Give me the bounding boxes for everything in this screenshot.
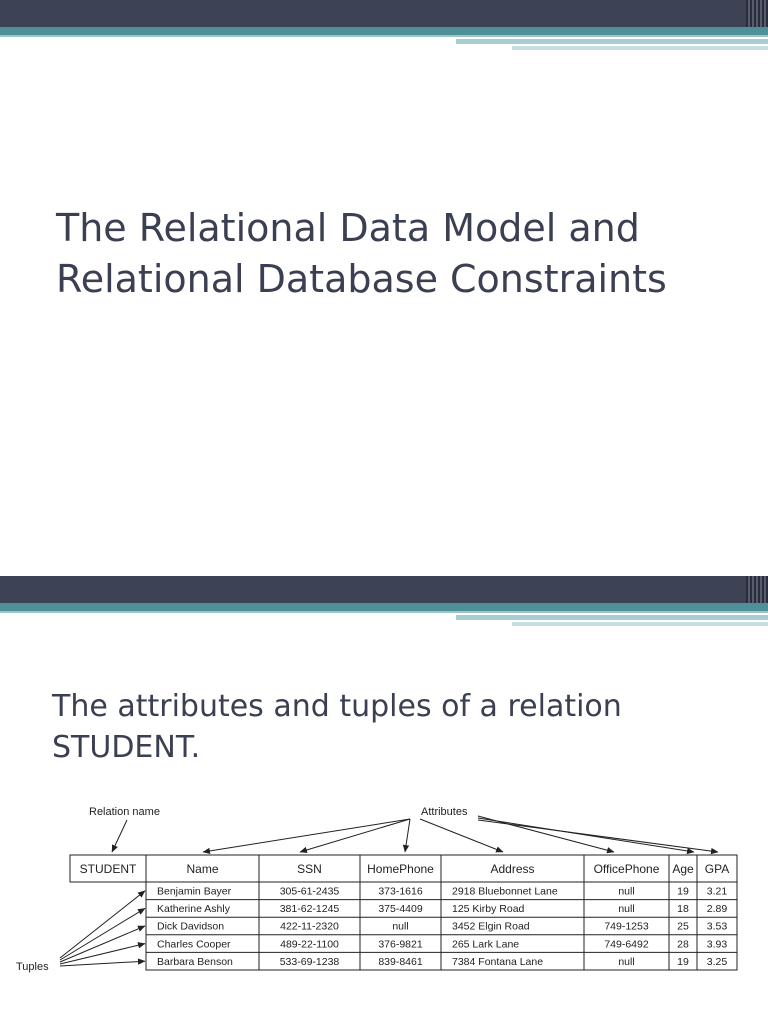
header-band <box>0 576 768 636</box>
table-cell: Benjamin Bayer <box>157 886 232 898</box>
table-cell: 3.21 <box>707 886 728 898</box>
table-cell: 3.53 <box>707 921 728 933</box>
attribute-arrow <box>299 818 411 854</box>
table-cell: 265 Lark Lane <box>452 938 519 950</box>
table-cell: 125 Kirby Road <box>452 903 525 915</box>
table-cell: Barbara Benson <box>157 956 233 968</box>
tuples-label: Tuples <box>16 961 49 973</box>
table-cell: 3452 Elgin Road <box>452 921 530 933</box>
slide-2: The attributes and tuples of a relation … <box>0 576 768 1024</box>
column-header: SSN <box>297 862 322 876</box>
tuple-arrow <box>59 925 146 963</box>
table-cell: 376-9821 <box>378 938 423 950</box>
header-band <box>0 0 768 60</box>
student-relation-figure: Relation name Attributes Tuples STUDENT N… <box>0 802 768 1024</box>
table-cell: 749-1253 <box>604 921 649 933</box>
column-header: GPA <box>705 862 729 876</box>
relation-name: STUDENT <box>80 862 137 876</box>
relation-name-arrow <box>111 819 128 853</box>
table-cell: 3.25 <box>707 956 728 968</box>
table-row: Barbara Benson 533-69-1238 839-8461 7384 Fo… <box>157 956 727 968</box>
attribute-arrow <box>402 818 411 853</box>
column-header: OfficePhone <box>594 862 660 876</box>
table-cell: 489-22-1100 <box>280 938 339 950</box>
table-cell: 2.89 <box>707 903 728 915</box>
tuple-arrow <box>59 907 146 961</box>
table-cell: null <box>618 886 634 898</box>
table-cell: 839-8461 <box>378 956 423 968</box>
table-row: Dick Davidson 422-11-2320 null 3452 Elgin R… <box>157 921 727 933</box>
table-cell: 533-69-1238 <box>280 956 340 968</box>
table-cell: 28 <box>677 938 689 950</box>
table-cell: 25 <box>677 921 689 933</box>
attributes-label: Attributes <box>421 806 468 818</box>
attribute-arrow <box>477 819 719 855</box>
table-cell: 749-6492 <box>604 938 649 950</box>
table-cell: Charles Cooper <box>157 938 231 950</box>
relation-table: STUDENT Name SSN HomePhone Address OfficePhon… <box>69 854 738 971</box>
table-row: Katherine Ashly 381-62-1245 375-4409 125 Ki… <box>157 903 727 915</box>
table-cell: 3.93 <box>707 938 728 950</box>
table-cell: 375-4409 <box>378 903 423 915</box>
table-cell: 305-61-2435 <box>280 886 340 898</box>
table-cell: null <box>392 921 408 933</box>
annotation-arrows <box>59 815 719 967</box>
table-cell: 422-11-2320 <box>280 921 339 933</box>
table-cell: Dick Davidson <box>157 921 224 933</box>
table-cell: 19 <box>677 886 689 898</box>
slide-1-title: The Relational Data Model and Relational… <box>56 206 667 301</box>
table-cell: Katherine Ashly <box>157 903 231 915</box>
attribute-arrow <box>477 817 695 855</box>
column-header: Name <box>186 862 218 876</box>
table-cell: 373-1616 <box>378 886 423 898</box>
column-header: Age <box>672 862 694 876</box>
slide-2-title: The attributes and tuples of a relation … <box>52 689 622 765</box>
tuple-arrow <box>59 942 146 965</box>
table-cell: null <box>618 956 634 968</box>
relation-diagram: Relation name Attributes Tuples STUDENT N… <box>16 806 738 973</box>
table-cell: 19 <box>677 956 689 968</box>
table-cell: null <box>618 903 634 915</box>
relation-name-label: Relation name <box>89 806 160 818</box>
table-cell: 18 <box>677 903 689 915</box>
table-row: Charles Cooper 489-22-1100 376-9821 265 Lar… <box>157 938 727 950</box>
tuple-arrow <box>59 958 146 967</box>
attribute-arrow <box>202 818 411 855</box>
table-row: Benjamin Bayer 305-61-2435 373-1616 2918 Bl… <box>157 886 727 898</box>
table-cell: 2918 Bluebonnet Lane <box>452 886 558 898</box>
tuple-arrow <box>59 890 146 959</box>
table-cell: 381-62-1245 <box>280 903 340 915</box>
attribute-arrow <box>419 818 504 853</box>
table-cell: 7384 Fontana Lane <box>452 956 543 968</box>
slide-1: The Relational Data Model and Relational… <box>0 0 768 301</box>
column-header: Address <box>490 862 534 876</box>
column-header: HomePhone <box>367 862 434 876</box>
